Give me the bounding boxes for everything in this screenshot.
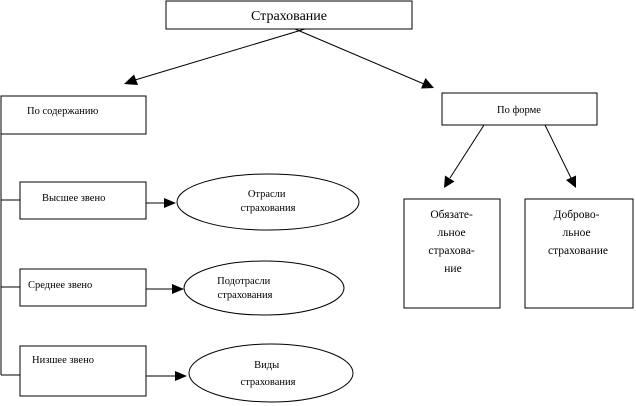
mandatory-line-3: страхова-: [428, 245, 475, 257]
arrow-low-level-head: [175, 371, 187, 381]
middle-level-label: Среднее звено: [28, 280, 92, 291]
mandatory-line-4: ние: [444, 263, 461, 275]
top-level-box: [19, 181, 147, 220]
branches-line-1: Отрасли: [248, 189, 286, 200]
sub-branches-ellipse: [183, 260, 345, 316]
types-ellipse: [188, 343, 354, 403]
root-box: [165, 0, 413, 30]
branches-label: Отрасли страхования: [241, 189, 296, 214]
middle-level-box: [19, 268, 147, 307]
arrow-form-to-voluntary: [544, 124, 572, 179]
types-line-1: Виды: [254, 360, 279, 371]
by-content-box: [0, 95, 147, 135]
voluntary-insurance-label: Доброво- льное страхование: [548, 209, 608, 257]
mandatory-line-1: Обязате-: [430, 209, 473, 221]
types-line-2: страхования: [241, 377, 296, 388]
branches-ellipse: [176, 173, 360, 231]
arrow-form-to-mandatory: [449, 124, 485, 179]
mandatory-line-2: льное: [437, 227, 465, 239]
arrow-form-to-mandatory-head: [444, 175, 455, 188]
sub-branches-line-1: Подотрасли: [217, 276, 271, 287]
branches-line-2: страхования: [241, 203, 296, 214]
by-content-label: По содержанию: [27, 106, 98, 117]
mandatory-insurance-box: [403, 198, 501, 309]
arrow-top-level-head: [164, 198, 176, 208]
by-form-box: [441, 92, 598, 126]
voluntary-line-1: Доброво-: [554, 209, 600, 221]
arrow-root-to-form: [294, 28, 425, 85]
arrow-root-to-content-head: [124, 74, 138, 85]
mandatory-insurance-label: Обязате- льное страхова- ние: [428, 209, 477, 275]
low-level-label: Низшее звено: [32, 355, 94, 366]
arrow-middle-level-head: [172, 284, 184, 294]
low-level-box: [19, 345, 147, 397]
voluntary-insurance-box: [524, 198, 634, 309]
voluntary-line-2: льное: [562, 227, 590, 239]
by-form-label: По форме: [497, 105, 541, 116]
voluntary-line-3: страхование: [548, 245, 608, 257]
types-label: Виды страхования: [241, 360, 296, 388]
arrow-form-to-voluntary-head: [566, 175, 576, 188]
arrow-root-to-form-head: [421, 78, 434, 89]
sub-branches-line-2: страхования: [218, 290, 273, 301]
arrow-root-to-content: [134, 28, 306, 81]
sub-branches-label: Подотрасли страхования: [217, 276, 273, 301]
top-level-label: Высшее звено: [42, 193, 105, 204]
root-label: Страхование: [251, 9, 327, 24]
